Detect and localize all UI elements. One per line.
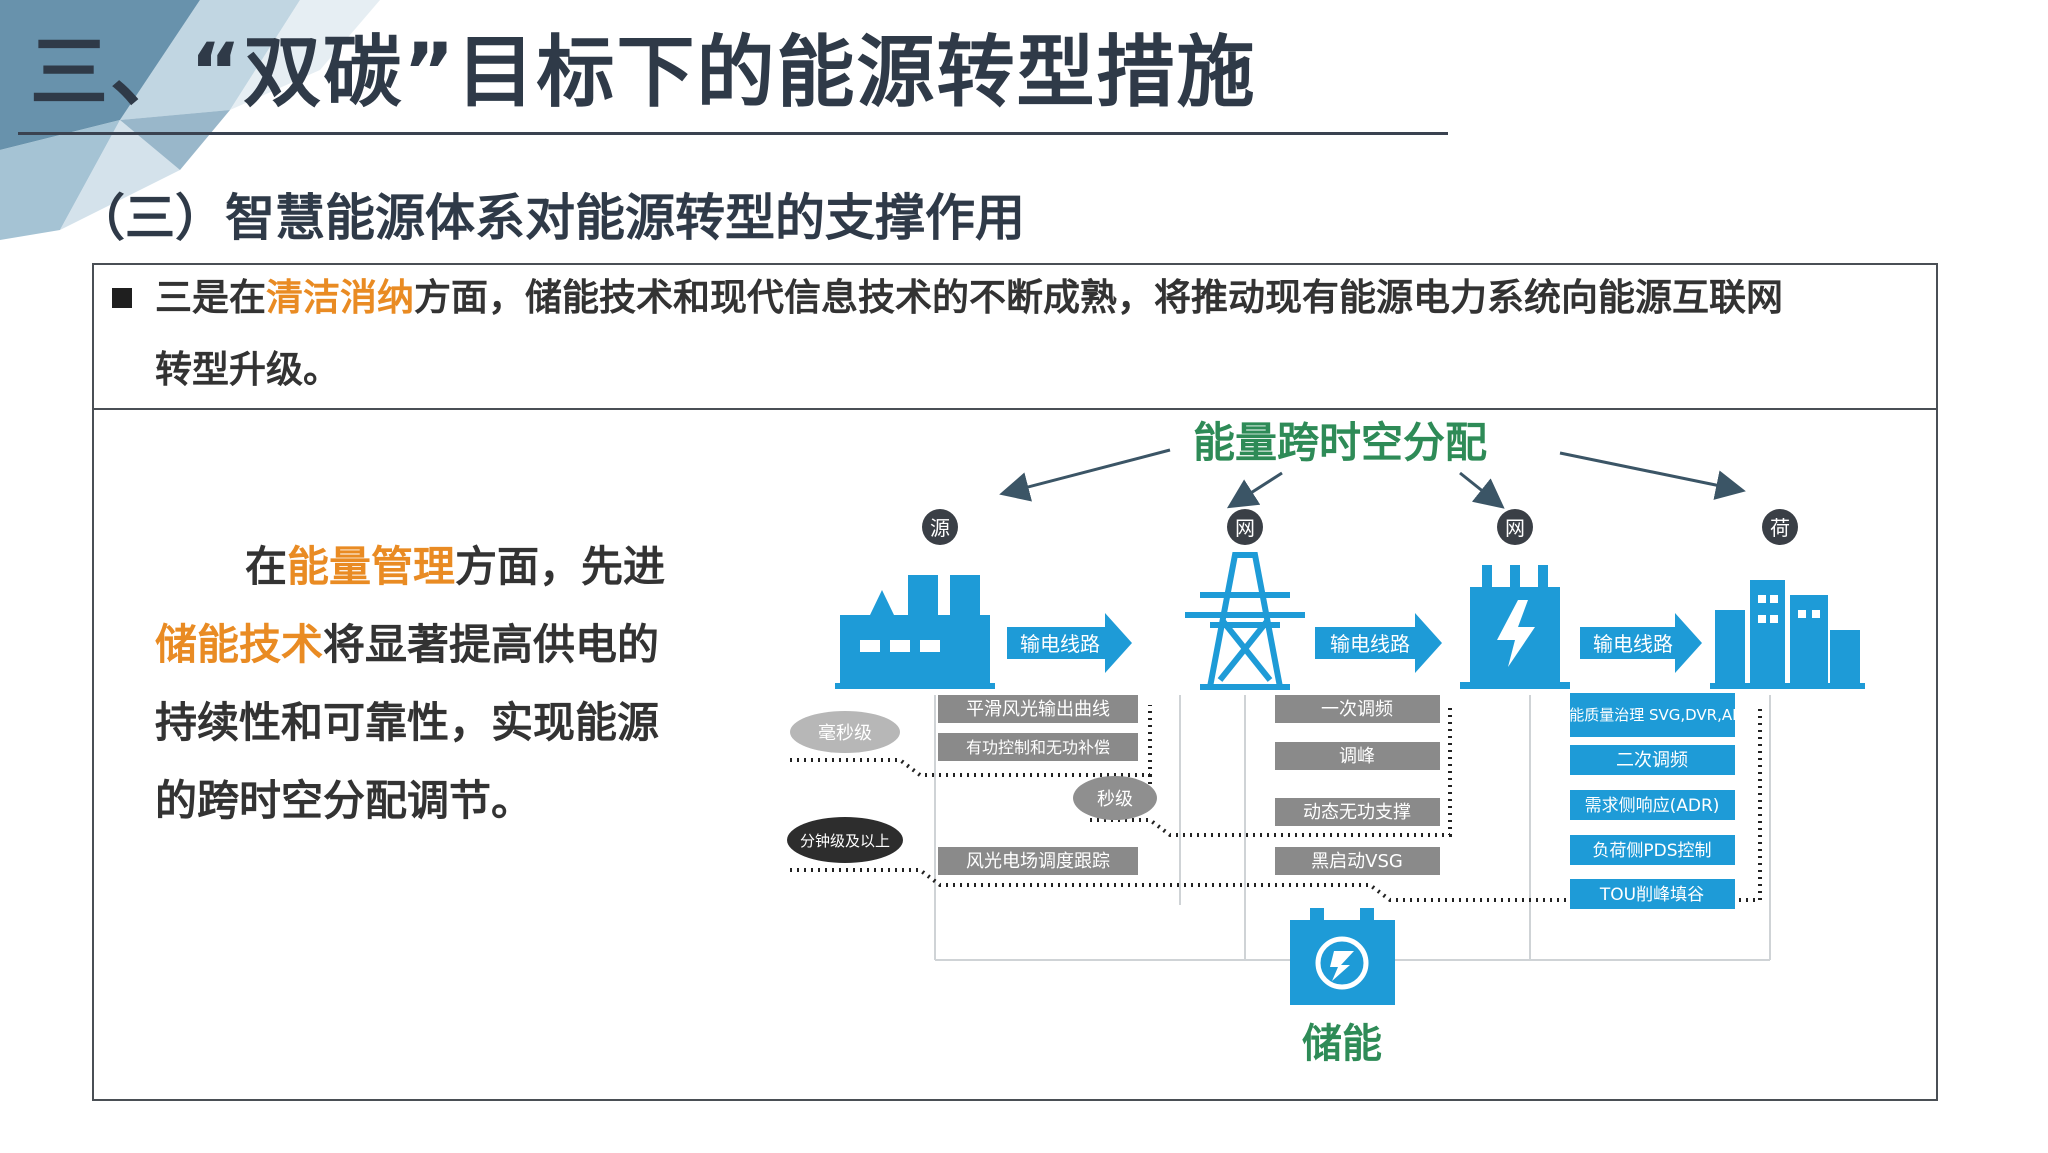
- city-buildings-icon: [1710, 580, 1865, 689]
- load-box-label: 电能质量治理 SVG,DVR,APF: [1554, 706, 1750, 724]
- source-box-label: 有功控制和无功补偿: [966, 738, 1110, 757]
- load-box-label: 负荷侧PDS控制: [1592, 841, 1711, 861]
- node-label: 网: [1235, 516, 1255, 540]
- load-box-label: 需求侧响应(ADR): [1585, 796, 1720, 816]
- bullet-text-segment: 三是在: [155, 276, 266, 319]
- node-source: 源: [922, 509, 958, 545]
- load-box-demand-response: 需求侧响应(ADR): [1570, 790, 1735, 820]
- timescale-dotted-lines: [790, 705, 1762, 902]
- node-label: 源: [930, 516, 950, 540]
- source-box-dispatch-tracking: 风光电场调度跟踪: [938, 847, 1138, 875]
- load-box-tou: TOU削峰填谷: [1570, 879, 1735, 909]
- transmission-tower-icon: [1185, 552, 1305, 690]
- text-segment: 方面，先进: [455, 542, 666, 591]
- grid-box-peak-shaving: 调峰: [1275, 742, 1440, 770]
- timescale-minute: 分钟级及以上: [787, 817, 903, 863]
- grid-box-label: 调峰: [1339, 746, 1375, 767]
- bullet-square-icon: [112, 288, 132, 308]
- diagram-top-label: 能量跨时空分配: [1193, 418, 1487, 467]
- source-box-power-control: 有功控制和无功补偿: [938, 733, 1138, 761]
- corner-decoration: [0, 0, 380, 240]
- load-box-secondary-fm: 二次调频: [1570, 745, 1735, 775]
- box-divider: [92, 408, 1938, 410]
- power-plant-icon: [835, 575, 995, 689]
- title-underline: [18, 132, 1448, 135]
- highlight-storage-tech: 储能技术: [155, 620, 324, 669]
- timescale-label: 秒级: [1097, 789, 1133, 810]
- energy-management-paragraph: 在能量管理方面，先进 储能技术将显著提高供电的 持续性和可靠性，实现能源 的跨时…: [155, 528, 695, 840]
- node-label: 荷: [1770, 516, 1790, 540]
- node-label: 网: [1505, 516, 1525, 540]
- grid-box-black-start: 黑启动VSG: [1275, 847, 1440, 875]
- load-box-power-quality: 电能质量治理 SVG,DVR,APF: [1554, 693, 1750, 737]
- load-box-label: TOU削峰填谷: [1599, 885, 1704, 905]
- bullet-text-line1: 三是在清洁消纳方面，储能技术和现代信息技术的不断成熟，将推动现有能源电力系统向能…: [155, 262, 1783, 334]
- node-grid-2: 网: [1497, 509, 1533, 545]
- bullet-text-segment: 方面，储能技术和现代信息技术的不断成熟，将推动现有能源电力系统向能源互联网: [414, 276, 1783, 319]
- energy-distribution-diagram: 能量跨时空分配 源 网 网 荷: [787, 418, 1865, 1067]
- grid-box-label: 一次调频: [1321, 699, 1393, 720]
- bullet-text-line2: 转型升级。: [155, 348, 340, 391]
- transmission-arrow-label: 输电线路: [1330, 632, 1410, 656]
- grid-box-primary-fm: 一次调频: [1275, 695, 1440, 723]
- transmission-arrow-3: 输电线路: [1580, 613, 1702, 673]
- grid-box-label: 动态无功支撑: [1303, 802, 1411, 823]
- highlight-clean-consumption: 清洁消纳: [266, 276, 414, 319]
- grid-box-label: 黑启动VSG: [1311, 851, 1403, 872]
- node-load: 荷: [1762, 509, 1798, 545]
- section-subtitle: （三）智慧能源体系对能源转型的支撑作用: [75, 189, 1025, 247]
- transmission-arrow-2: 输电线路: [1315, 613, 1442, 673]
- load-box-pds-control: 负荷侧PDS控制: [1570, 835, 1735, 865]
- text-segment: 将显著提高供电的: [323, 620, 660, 669]
- source-box-label: 平滑风光输出曲线: [966, 699, 1110, 720]
- battery-storage-icon: [1290, 908, 1395, 1005]
- paragraph-line: 储能技术将显著提高供电的: [155, 606, 695, 684]
- source-box-smooth-output: 平滑风光输出曲线: [938, 695, 1138, 723]
- content-box: [92, 263, 1938, 1101]
- node-grid-1: 网: [1227, 509, 1263, 545]
- source-box-label: 风光电场调度跟踪: [966, 851, 1110, 872]
- transformer-icon: [1460, 565, 1570, 689]
- timescale-millisecond: 毫秒级: [790, 711, 900, 753]
- transmission-arrow-label: 输电线路: [1593, 632, 1673, 656]
- slide-title: 三、“双碳”目标下的能源转型措施: [30, 28, 1257, 118]
- storage-label: 储能: [1302, 1021, 1382, 1067]
- timescale-label: 分钟级及以上: [800, 832, 890, 850]
- highlight-energy-management: 能量管理: [287, 542, 456, 591]
- transmission-arrow-1: 输电线路: [1007, 613, 1132, 673]
- load-box-label: 二次调频: [1616, 750, 1688, 771]
- timescale-second: 秒级: [1073, 776, 1157, 820]
- paragraph-line: 在能量管理方面，先进: [155, 528, 695, 606]
- paragraph-line: 的跨时空分配调节。: [155, 776, 534, 825]
- text-segment: 在: [245, 542, 288, 591]
- timescale-label: 毫秒级: [818, 723, 872, 744]
- grid-box-reactive-support: 动态无功支撑: [1275, 798, 1440, 826]
- paragraph-line: 持续性和可靠性，实现能源: [155, 698, 660, 747]
- transmission-arrow-label: 输电线路: [1020, 632, 1100, 656]
